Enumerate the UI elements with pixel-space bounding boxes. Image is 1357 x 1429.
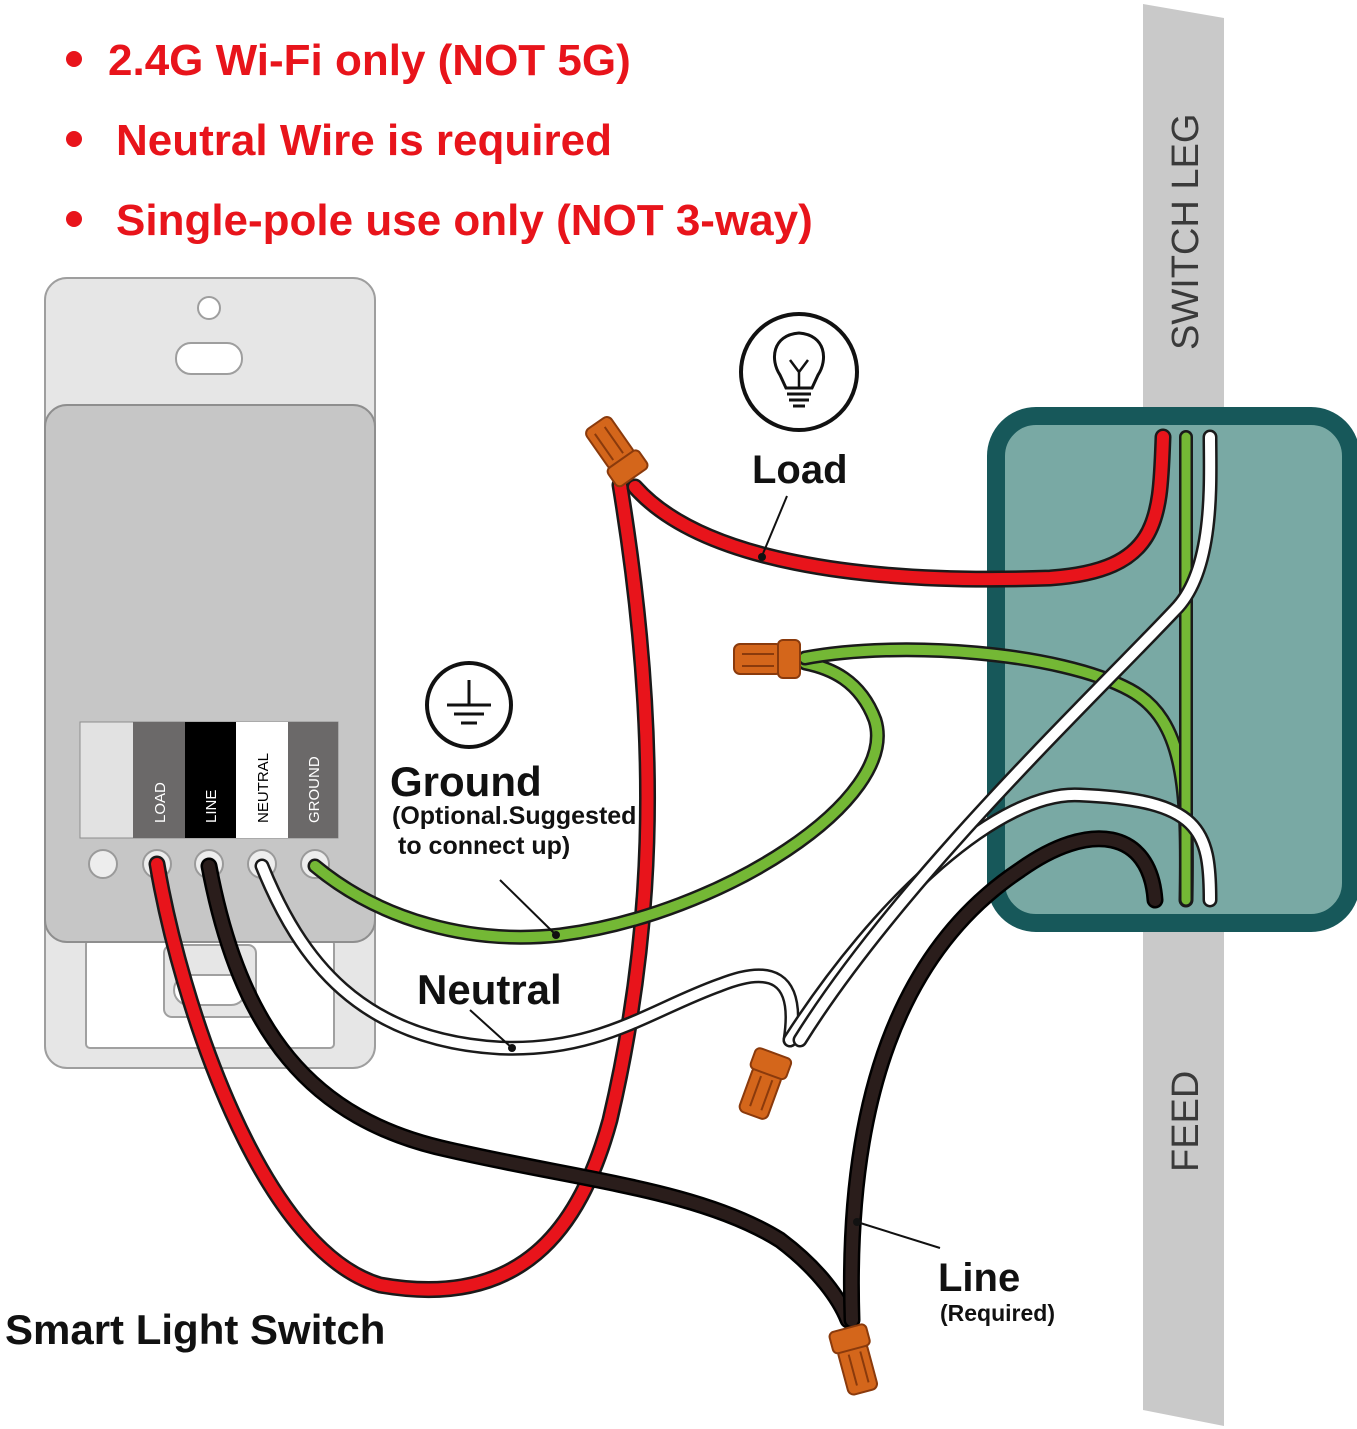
leader-line <box>856 1221 941 1249</box>
leader-load <box>761 495 788 557</box>
smart-switch: LOAD LINE NEUTRAL GROUND <box>44 277 376 1069</box>
bullet-dot <box>66 211 82 228</box>
terminal-label-load: LOAD <box>152 782 169 823</box>
bullet-dot <box>66 131 82 148</box>
switch-title: Smart Light Switch <box>5 1306 386 1353</box>
switch-leg-label: SWITCH LEG <box>1165 114 1207 350</box>
note-single-pole: Single-pole use only (NOT 3-way) <box>66 196 813 246</box>
label-ground: Ground <box>390 758 542 805</box>
ground-symbol-icon <box>425 661 513 749</box>
wire-neutral-box-b <box>792 429 1218 1048</box>
note-neutral: Neutral Wire is required <box>66 116 612 166</box>
terminal-label-load-block <box>133 722 185 838</box>
mounting-hole-icon <box>197 296 221 320</box>
note-wifi-text: 2.4G Wi-Fi only (NOT 5G) <box>108 36 631 85</box>
label-load: Load <box>752 448 848 492</box>
note-single-pole-text: Single-pole use only (NOT 3-way) <box>116 196 813 245</box>
terminal-screw <box>88 849 118 879</box>
wire-nut-neutral <box>738 1047 793 1120</box>
wire-load-box <box>626 428 1172 588</box>
mounting-slot-icon <box>175 342 243 375</box>
wire-nut-line <box>828 1323 879 1396</box>
label-line: Line <box>938 1256 1021 1300</box>
terminal-label-neutral: NEUTRAL <box>255 753 272 823</box>
label-line-note: (Required) <box>940 1300 1055 1326</box>
terminal-label-ground: GROUND <box>306 756 323 823</box>
wire-nut-ground <box>733 639 801 679</box>
light-bulb-icon <box>739 312 859 432</box>
terminal-label-ground-block <box>288 722 338 838</box>
note-wifi: 2.4G Wi-Fi only (NOT 5G) <box>66 36 631 86</box>
terminal-label-neutral-block <box>236 722 288 838</box>
wire-load-switch <box>148 476 657 1298</box>
wire-ground-switch <box>307 655 885 945</box>
wire-line-switch <box>200 857 857 1329</box>
leader-ground <box>499 879 557 936</box>
leader-neutral <box>469 1009 513 1049</box>
wire-line-box <box>842 830 1164 1329</box>
wire-neutral-switch <box>254 858 800 1056</box>
label-neutral: Neutral <box>417 966 562 1013</box>
bullet-dot <box>66 51 82 68</box>
label-ground-note-1: (Optional.Suggested <box>392 802 637 830</box>
wire-nut-load <box>585 416 649 488</box>
label-ground-note-2: to connect up) <box>398 832 571 860</box>
terminal-label-line: LINE <box>203 790 220 823</box>
feed-label: FEED <box>1165 1071 1207 1172</box>
note-neutral-text: Neutral Wire is required <box>116 116 612 165</box>
terminal-label-line-block <box>185 722 236 838</box>
